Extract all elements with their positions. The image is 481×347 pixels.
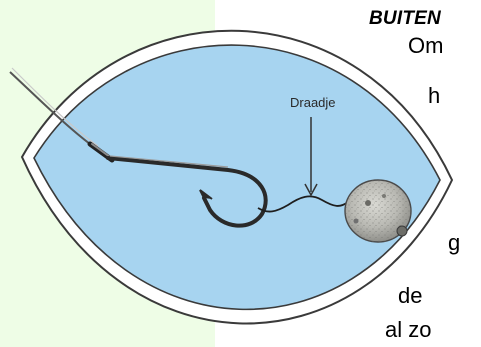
draadje-label: Draadje	[290, 95, 336, 110]
boilie	[345, 180, 411, 242]
body-text-fragment-5: al zo	[385, 317, 431, 343]
body-text-fragment-2: h	[428, 83, 440, 109]
body-text-fragment-4: de	[398, 283, 422, 309]
body-text-fragment-3: g	[448, 230, 460, 256]
section-heading: BUITEN	[369, 8, 441, 30]
body-text-fragment-1: Om	[408, 33, 443, 59]
